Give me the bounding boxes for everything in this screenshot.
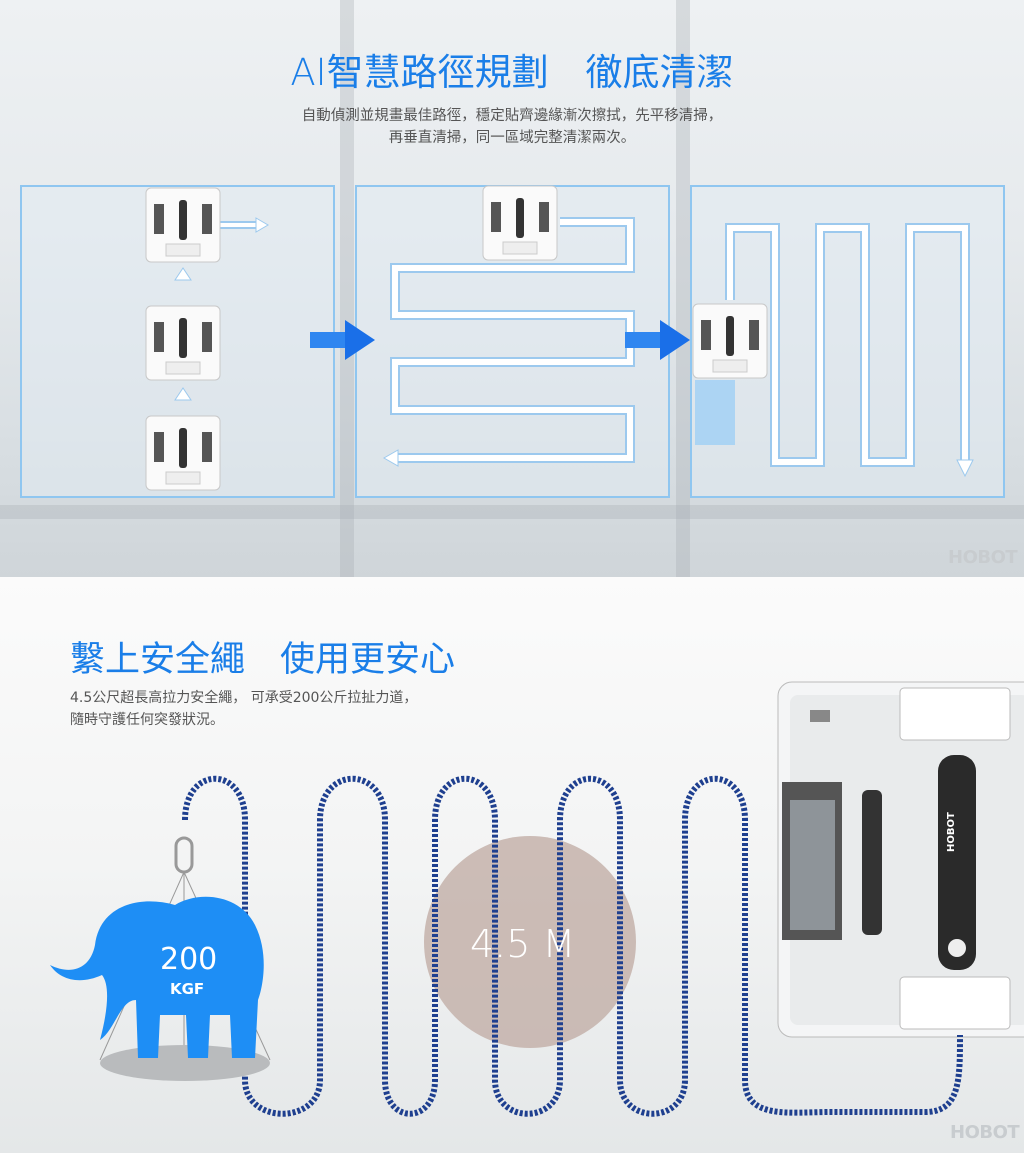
ai-path-section: AI智慧路徑規劃 徹底清潔 自動偵測並規畫最佳路徑，穩定貼齊邊緣漸次擦拭，先平移…: [0, 0, 1024, 577]
elephant-icon: [50, 896, 264, 1058]
robot-icon: [145, 305, 221, 381]
section-title: AI智慧路徑規劃 徹底清潔: [290, 51, 734, 94]
next-step-arrow-icon: [625, 320, 690, 360]
robot-icon: [145, 187, 221, 263]
rope-length-label: 4.5 M: [470, 922, 576, 966]
robot-icon: [482, 185, 558, 261]
section-title: 繫上安全繩 使用更安心: [70, 640, 456, 680]
robot-icon: [145, 415, 221, 491]
length-circle: [424, 836, 636, 1048]
watermark: HOBOT: [948, 547, 1018, 568]
path-diagram: [145, 185, 974, 491]
weight-unit: KGF: [170, 980, 205, 998]
device-brand-label: HOBOT: [946, 812, 957, 852]
weight-value: 200: [160, 942, 218, 977]
safety-rope-section: 繫上安全繩 使用更安心 4.5公尺超長高拉力安全繩， 可承受200公斤拉扯力道，…: [0, 577, 1024, 1153]
description-line: 自動偵測並規畫最佳路徑，穩定貼齊邊緣漸次擦拭，先平移清掃，: [301, 108, 723, 124]
safety-rope: [182, 775, 963, 1117]
description-line: 隨時守護任何突發狀況。: [70, 712, 224, 728]
watermark: HOBOT: [950, 1122, 1020, 1143]
robot-icon: [692, 303, 768, 379]
device-robot: [777, 681, 1024, 1038]
next-step-arrow-icon: [310, 320, 375, 360]
description-line: 4.5公尺超長高拉力安全繩， 可承受200公斤拉扯力道，: [70, 690, 418, 706]
description-line: 再垂直清掃，同一區域完整清潔兩次。: [388, 130, 636, 146]
panel1-path: [174, 217, 269, 401]
